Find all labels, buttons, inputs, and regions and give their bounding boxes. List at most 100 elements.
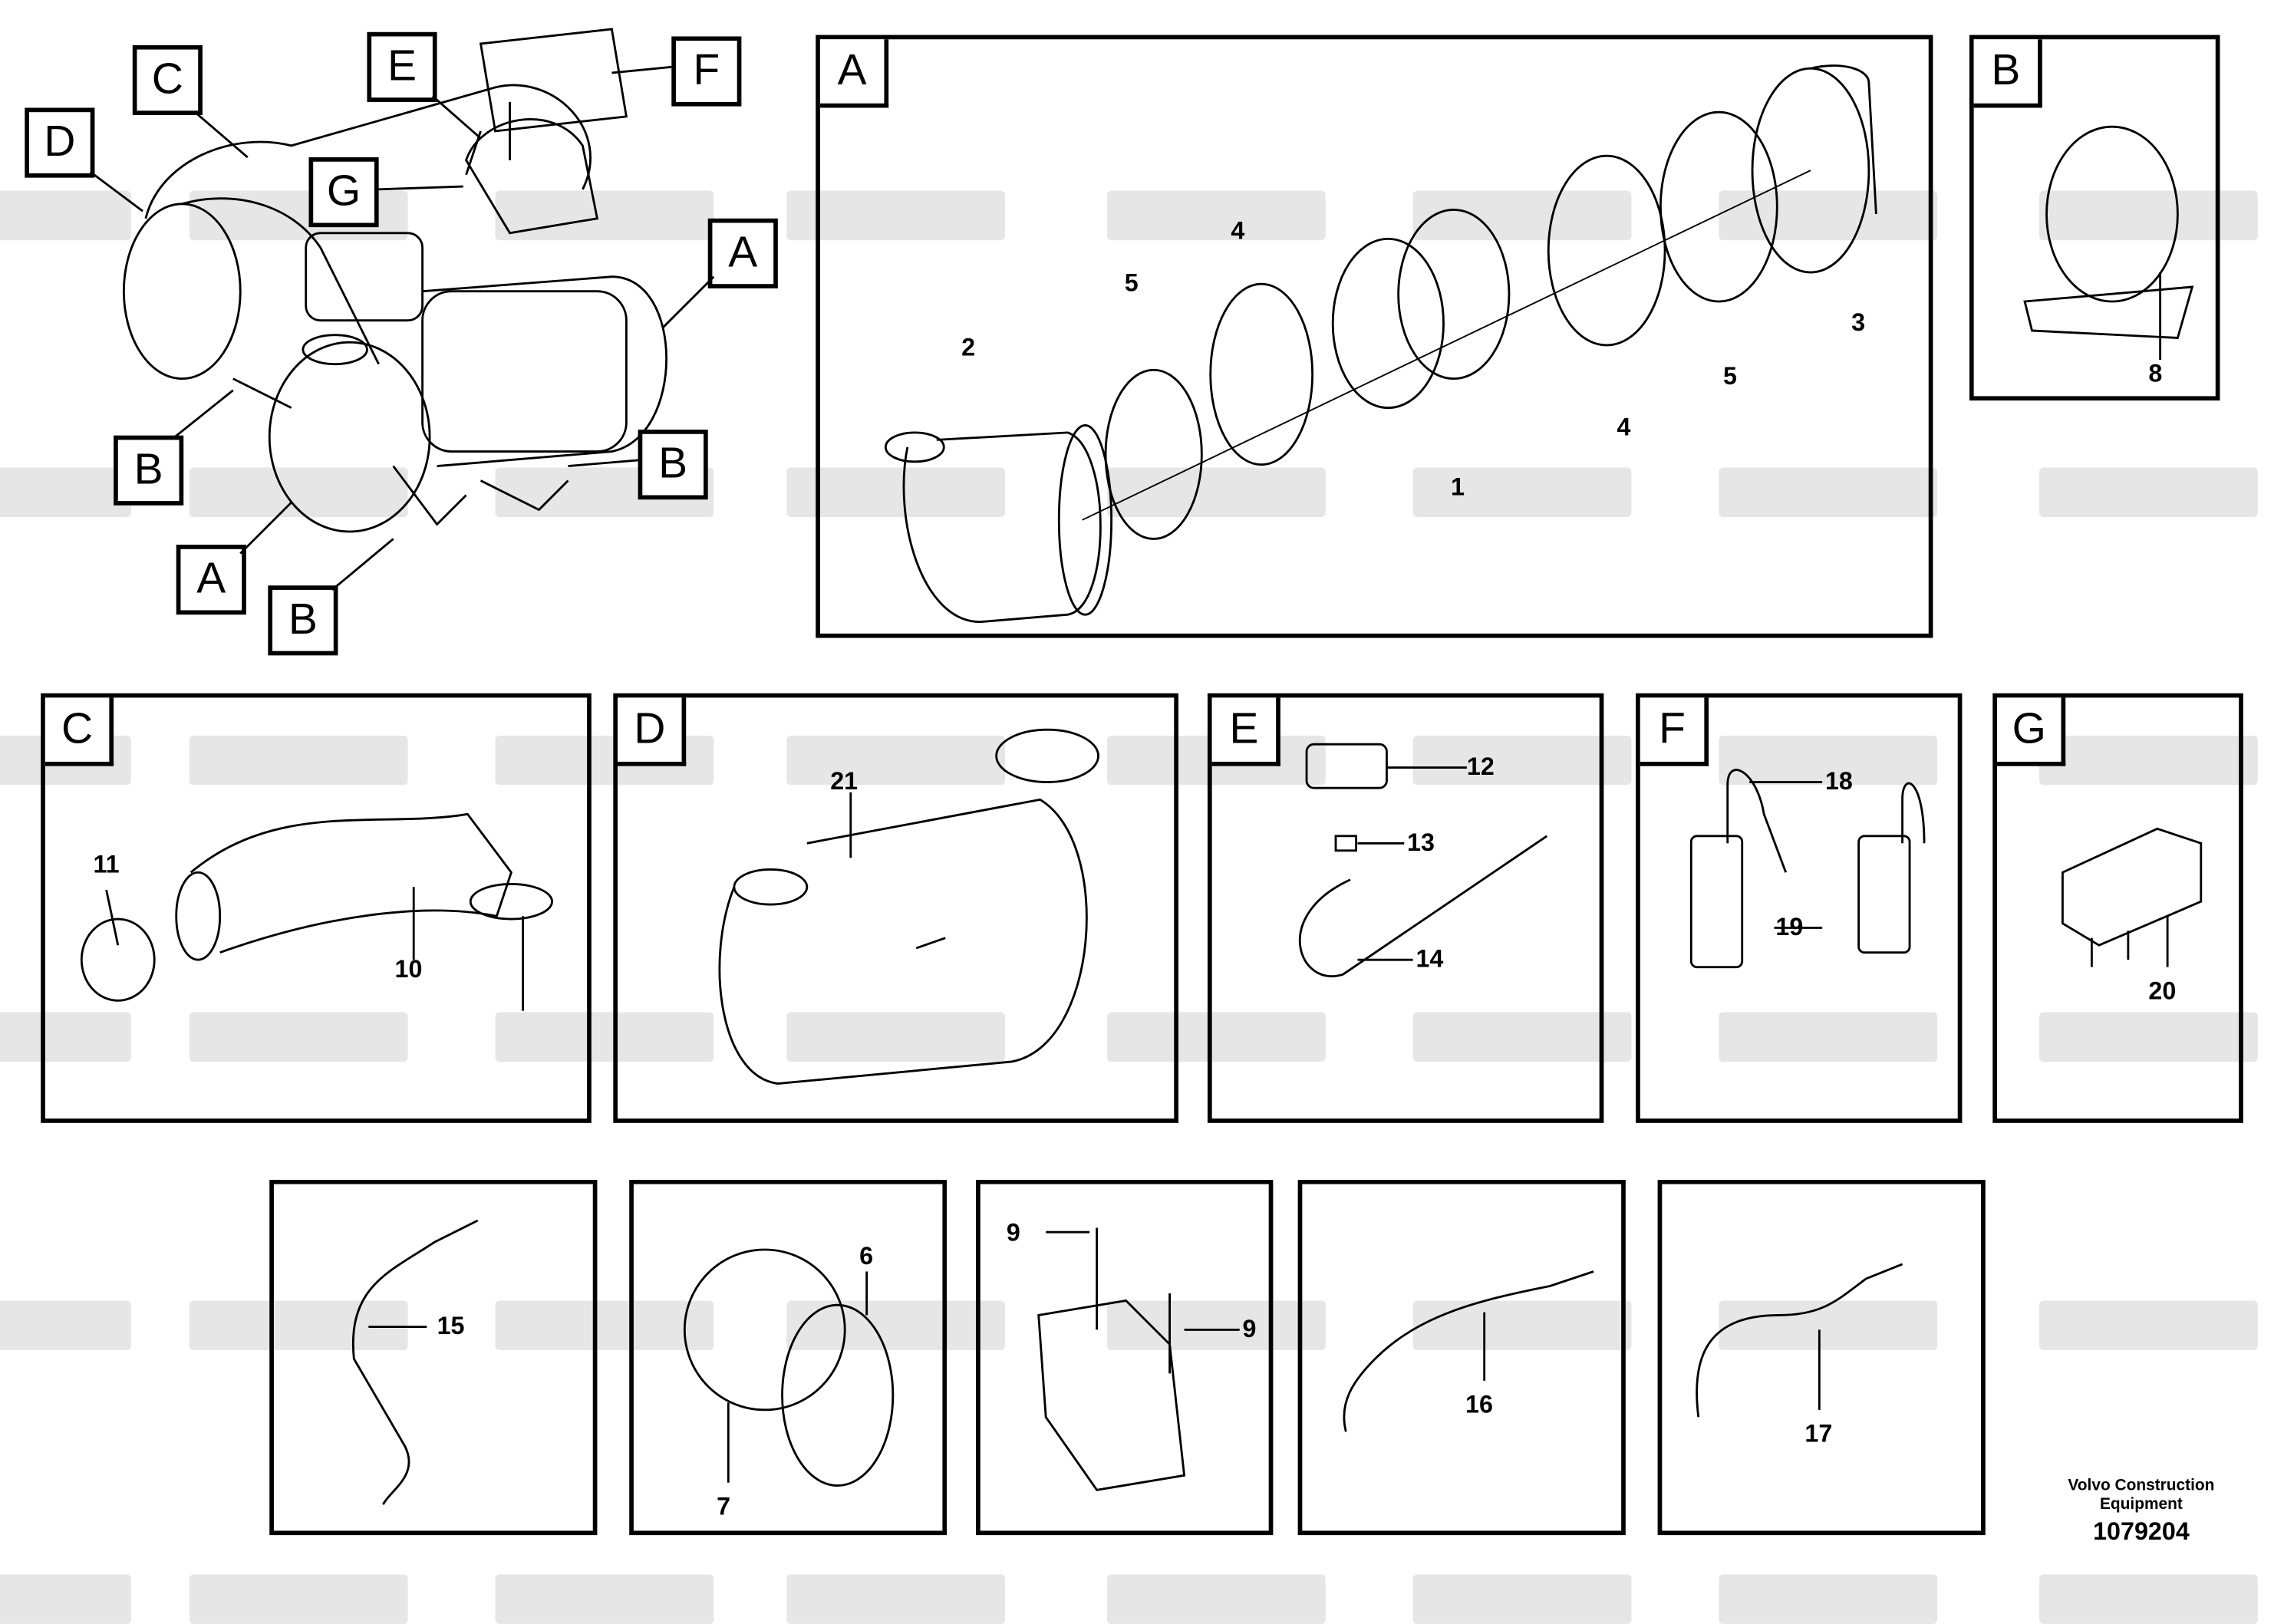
- detail-panel-d: D 21: [613, 693, 1178, 1123]
- watermark-logo-cyrillic: [189, 1574, 408, 1624]
- detail-panel-f: F 18 19: [1636, 693, 1963, 1123]
- watermark-logo-latin: [1719, 1012, 1938, 1062]
- watermark-logo-latin: [786, 735, 1006, 786]
- detail-panel-temp-sensor-17: 17: [1657, 1179, 1986, 1536]
- detail-panel-a: A 2 5 4 1 4 5 3: [816, 35, 1933, 638]
- temp-sensor-drawing: [351, 1219, 479, 1505]
- detail-panel-temp-sensor-15: 15: [269, 1179, 598, 1536]
- panel-letter: D: [618, 697, 687, 766]
- callout-16: 16: [1465, 1391, 1493, 1419]
- callout-9: 9: [1242, 1315, 1257, 1343]
- detail-panel-g: G 20: [1992, 693, 2243, 1123]
- overview-drawing: [122, 28, 667, 533]
- watermark-logo-cyrillic: [495, 1300, 714, 1351]
- watermark-logo-cyrillic: [1412, 1012, 1632, 1062]
- sensor-hose-drawing: [1298, 743, 1548, 977]
- watermark-logo-cyrillic: [495, 190, 714, 241]
- callout-4: 4: [1231, 216, 1245, 245]
- callout-tag-c: C: [132, 44, 203, 115]
- callout-19: 19: [1775, 913, 1804, 941]
- callout-8: 8: [2148, 359, 2163, 388]
- panel-letter: F: [1640, 697, 1709, 766]
- watermark-logo-latin: [2039, 1300, 2258, 1351]
- callout-1: 1: [1451, 473, 1465, 502]
- watermark-logo-cyrillic: [2039, 1574, 2258, 1624]
- watermark-logo-cyrillic: [786, 1574, 1006, 1624]
- callout-4: 4: [1617, 413, 1631, 442]
- clamp-ring-drawing: [683, 1248, 895, 1487]
- watermark-logo-cyrillic: [786, 467, 1006, 518]
- watermark-logo-cyrillic: [1106, 190, 1326, 241]
- panel-letter: C: [44, 697, 114, 766]
- panel-letter: E: [1211, 697, 1280, 766]
- callout-tag-e: E: [367, 31, 437, 102]
- callout-21: 21: [830, 767, 859, 796]
- watermark-logo-cyrillic: [0, 1300, 131, 1351]
- callout-tag-b: B: [638, 430, 708, 500]
- manufacturer-label: Volvo Construction Equipment: [2039, 1477, 2243, 1514]
- watermark-logo-latin: [1719, 1574, 1938, 1624]
- panel-letter: G: [1996, 697, 2066, 766]
- callout-17: 17: [1804, 1420, 1833, 1448]
- callout-18: 18: [1824, 767, 1853, 796]
- callout-5: 5: [1723, 362, 1738, 390]
- callout-5: 5: [1124, 269, 1139, 298]
- detail-panel-c: C 11 10: [41, 693, 592, 1123]
- callout-2: 2: [961, 333, 976, 361]
- watermark-logo-cyrillic: [1719, 735, 1938, 786]
- watermark-logo-latin: [2039, 190, 2258, 241]
- watermark-logo-cyrillic: [1106, 1300, 1326, 1351]
- watermark-logo-cyrillic: [1719, 1300, 1938, 1351]
- callout-tag-b: B: [268, 585, 338, 656]
- watermark-logo-latin: [1412, 1300, 1632, 1351]
- watermark-logo-cyrillic: [1412, 1574, 1632, 1624]
- watermark-logo-cyrillic: [1412, 467, 1632, 518]
- callout-3: 3: [1851, 308, 1866, 337]
- watermark-logo-latin: [495, 1012, 714, 1062]
- callout-6: 6: [859, 1242, 874, 1270]
- watermark-logo-latin: [189, 1300, 408, 1351]
- callout-13: 13: [1407, 828, 1435, 857]
- watermark-logo-latin: [1106, 1574, 1326, 1624]
- callout-11: 11: [93, 850, 120, 878]
- callout-tag-a: A: [707, 218, 778, 288]
- watermark-logo-cyrillic: [189, 1012, 408, 1062]
- watermark-logo-latin: [1106, 1012, 1326, 1062]
- callout-10: 10: [394, 955, 423, 983]
- callout-tag-f: F: [671, 36, 742, 107]
- detail-panel-temp-sensor-16: 16: [1297, 1179, 1626, 1536]
- dosing-unit-drawing: [1037, 1227, 1240, 1491]
- watermark-logo-latin: [495, 1574, 714, 1624]
- temp-sensor-drawing: [1696, 1263, 1903, 1418]
- watermark-logo-cyrillic: [2039, 1012, 2258, 1062]
- drawing-number: 1079204: [2093, 1517, 2190, 1546]
- watermark-logo-latin: [1106, 467, 1326, 518]
- callout-9: 9: [1006, 1219, 1020, 1247]
- watermark-logo-latin: [1412, 735, 1632, 786]
- bracket-drawing: [2023, 125, 2194, 360]
- watermark-logo-latin: [0, 1574, 131, 1624]
- watermark-logo-latin: [1719, 467, 1938, 518]
- pressure-sensor-drawing: [2061, 827, 2203, 967]
- panel-letter: B: [1973, 39, 2042, 108]
- watermark-logo-latin: [786, 190, 1006, 241]
- callout-tag-d: D: [25, 107, 95, 178]
- watermark-logo-cyrillic: [786, 1012, 1006, 1062]
- callout-tag-a: A: [176, 545, 246, 615]
- dpf-housing-drawing: [718, 728, 1099, 1085]
- detail-panel-doser: 9 9: [976, 1179, 1274, 1536]
- nox-sensors-drawing: [1689, 769, 1926, 969]
- manufacturer-line-1: Volvo Construction: [2068, 1477, 2215, 1494]
- watermark-logo-latin: [0, 1012, 131, 1062]
- overview-assembly: C D E F G A B B A B: [0, 0, 786, 656]
- dpf-exploded-drawing: [884, 64, 1877, 624]
- temp-sensor-drawing: [1343, 1270, 1594, 1432]
- watermark-logo-cyrillic: [0, 190, 131, 241]
- callout-tag-g: G: [308, 157, 379, 228]
- watermark-logo-latin: [189, 735, 408, 786]
- detail-panel-b: B 8: [1969, 35, 2220, 401]
- detail-panel-clamp: 6 7: [629, 1179, 948, 1536]
- callout-14: 14: [1416, 945, 1444, 973]
- callout-20: 20: [2148, 977, 2177, 1006]
